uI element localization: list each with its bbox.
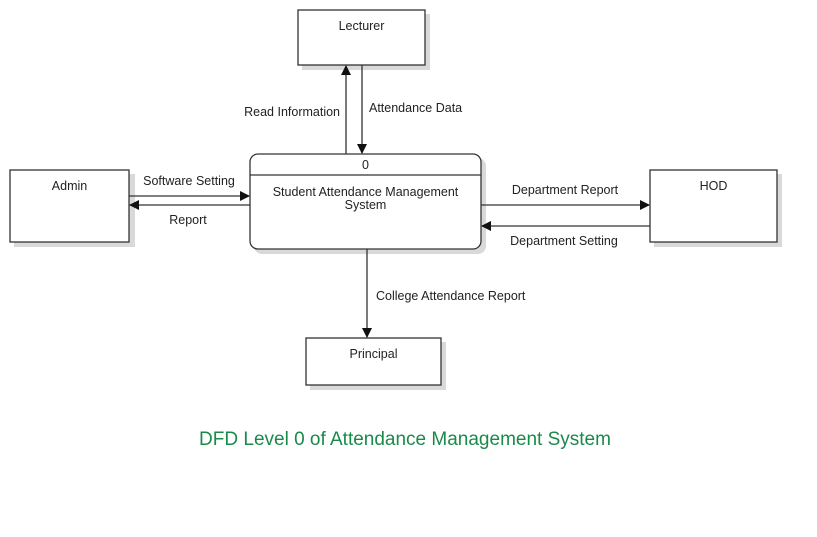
flow-attendance-data: Attendance Data xyxy=(357,65,462,154)
entity-hod: HOD xyxy=(649,169,782,247)
flow-department-setting: Department Setting xyxy=(481,221,650,248)
flow-software-setting-label: Software Setting xyxy=(143,174,235,188)
flow-attendance-data-label: Attendance Data xyxy=(369,101,462,115)
flow-department-setting-label: Department Setting xyxy=(510,234,618,248)
flow-read-information-label: Read Information xyxy=(244,105,340,119)
entity-hod-label: HOD xyxy=(700,179,728,193)
entity-principal: Principal xyxy=(305,337,446,390)
flow-software-setting: Software Setting xyxy=(129,174,250,201)
diagram-caption: DFD Level 0 of Attendance Management Sys… xyxy=(199,429,611,450)
entity-lecturer: Lecturer xyxy=(297,9,430,70)
entity-admin-label: Admin xyxy=(52,179,87,193)
flow-college-attendance-report: College Attendance Report xyxy=(362,249,526,338)
process-0: 0 Student Attendance Management System xyxy=(249,153,486,254)
flow-report: Report xyxy=(129,200,250,227)
entity-admin: Admin xyxy=(9,169,135,247)
process-number: 0 xyxy=(362,158,369,172)
process-name-line2: System xyxy=(345,198,387,212)
flow-department-report: Department Report xyxy=(481,183,650,210)
entity-principal-label: Principal xyxy=(350,347,398,361)
entity-lecturer-label: Lecturer xyxy=(339,19,385,33)
process-name-line1: Student Attendance Management xyxy=(273,185,459,199)
flow-college-attendance-report-label: College Attendance Report xyxy=(376,289,526,303)
flow-department-report-label: Department Report xyxy=(512,183,619,197)
flow-read-information: Read Information xyxy=(244,65,351,154)
flow-report-label: Report xyxy=(169,213,207,227)
